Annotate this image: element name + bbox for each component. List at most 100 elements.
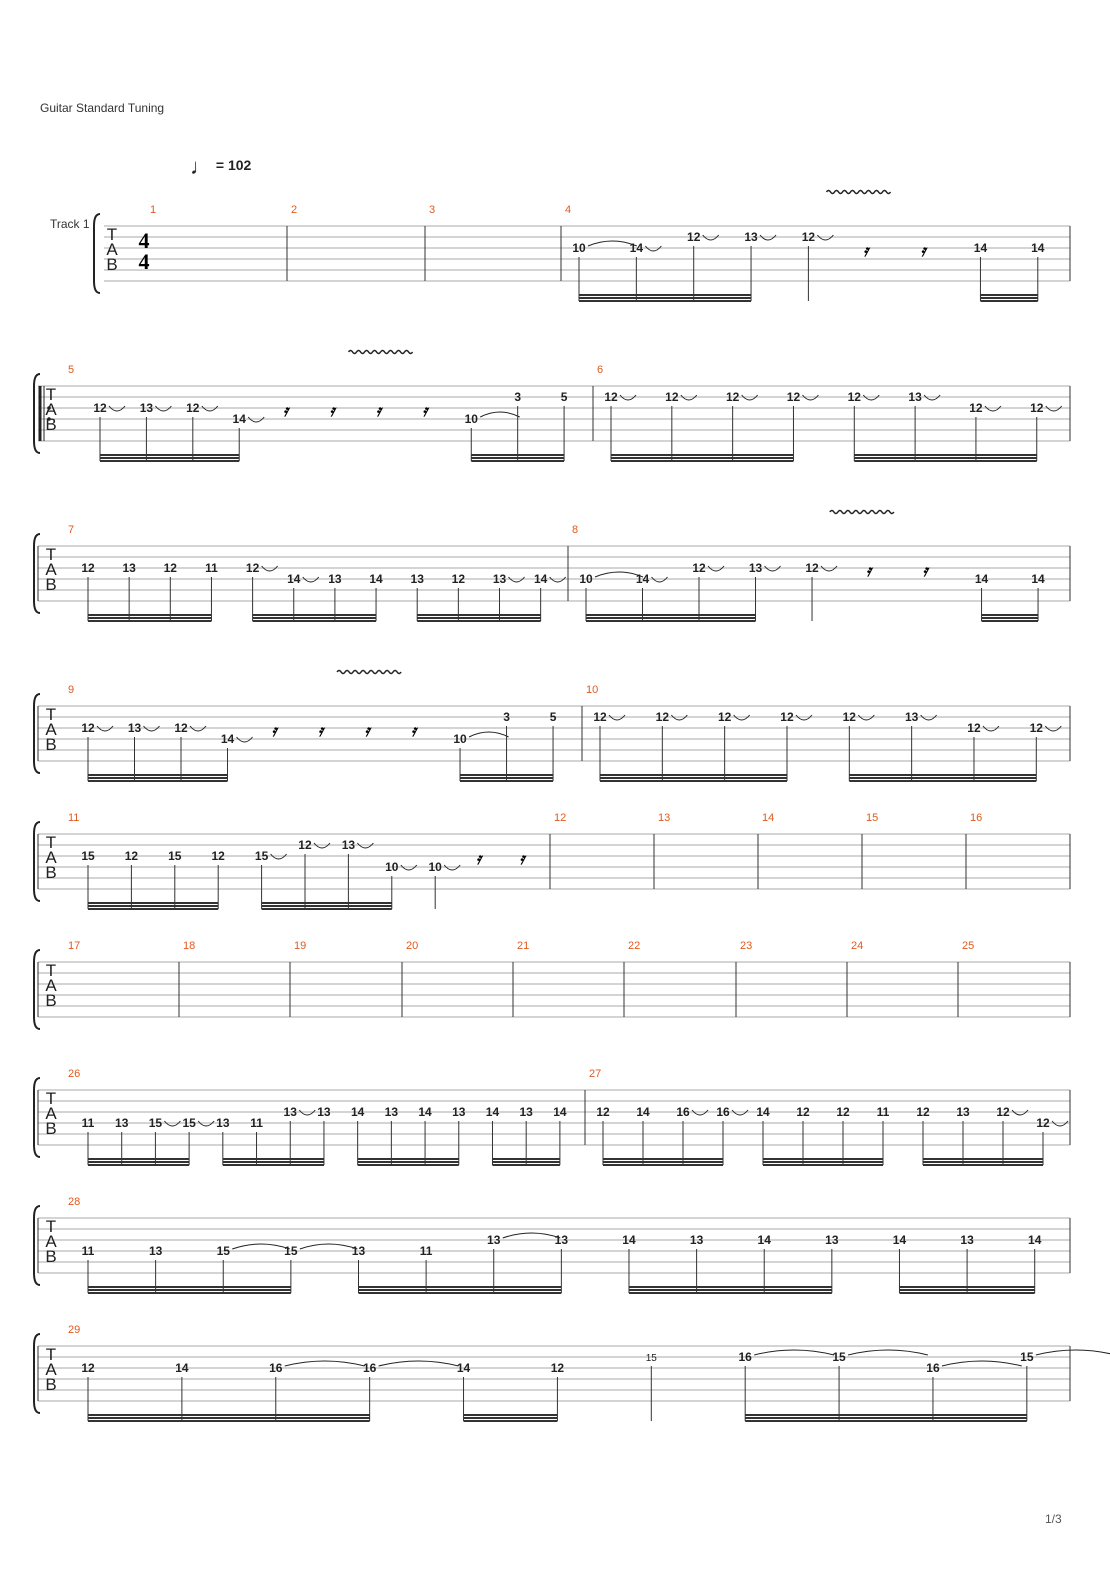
tab-clef-letter: B	[106, 255, 117, 274]
tie-arc	[594, 571, 644, 578]
fret-number: 12	[174, 721, 188, 735]
vibrato-icon	[347, 349, 414, 355]
fret-number: 13	[328, 572, 342, 586]
tie-arc	[302, 576, 320, 583]
tab-clef-letter: A	[45, 400, 57, 419]
measure-number: 1	[150, 204, 156, 216]
tie-arc	[468, 731, 509, 738]
fret-number: 12	[125, 849, 139, 863]
fret-number: 13	[115, 1116, 129, 1130]
fret-number: 13	[284, 1105, 298, 1119]
fret-number: 13	[317, 1105, 331, 1119]
tab-clef-letter: B	[45, 735, 56, 754]
tab-clef-letter: A	[106, 240, 118, 259]
tab-clef-letter: A	[45, 976, 57, 995]
fret-number: 13	[956, 1105, 970, 1119]
fret-number: 12	[593, 710, 607, 724]
fret-number: 13	[452, 1105, 466, 1119]
measure-number: 10	[586, 684, 598, 696]
fret-number: 12	[787, 390, 801, 404]
tab-clef-letter: B	[45, 575, 56, 594]
time-signature-digit: 4	[139, 228, 150, 253]
sixteenth-rest-icon: 𝄿	[318, 721, 326, 740]
fret-number: 14	[457, 1361, 471, 1375]
fret-number: 14	[369, 572, 383, 586]
tie-arc	[862, 394, 880, 401]
fret-number: 14	[893, 1233, 907, 1247]
tie-arc	[284, 1360, 365, 1367]
tuning-label: Guitar Standard Tuning	[40, 101, 165, 115]
fret-number: 15	[217, 1244, 231, 1258]
fret-number: 13	[128, 721, 142, 735]
fret-number: 16	[716, 1105, 730, 1119]
measure-number: 7	[68, 524, 74, 536]
system-brace	[33, 693, 41, 774]
tie-arc	[847, 1349, 928, 1356]
time-signature-digit: 4	[139, 249, 150, 274]
fret-number: 3	[514, 390, 521, 404]
tie-arc	[508, 576, 525, 583]
tie-arc	[920, 714, 938, 721]
fret-number: 16	[926, 1361, 940, 1375]
fret-number: 12	[551, 1361, 565, 1375]
sixteenth-rest-icon: 𝄿	[376, 401, 384, 420]
repeat-dot	[47, 406, 51, 410]
fret-number: 12	[93, 401, 107, 415]
tie-arc	[857, 714, 875, 721]
vibrato-icon	[336, 669, 402, 675]
measure-number: 14	[762, 812, 774, 824]
tab-clef-letter: B	[45, 991, 56, 1010]
fret-number: 13	[749, 561, 763, 575]
tempo-value: = 102	[215, 157, 252, 173]
measure-number: 9	[68, 684, 74, 696]
fret-number: 14	[221, 732, 235, 746]
tie-arc	[754, 1349, 835, 1356]
page-number: 1/3	[1045, 1512, 1062, 1526]
fret-number: 13	[905, 710, 919, 724]
fret-number: 13	[520, 1105, 534, 1119]
fret-number: 13	[149, 1244, 163, 1258]
tab-clef-letter: T	[46, 385, 56, 404]
tie-arc	[155, 405, 172, 412]
tie-arc	[108, 405, 126, 412]
fret-number: 15	[1020, 1350, 1034, 1364]
tab-clef-letter: A	[45, 1104, 57, 1123]
tie-arc	[378, 1360, 459, 1367]
fret-number: 15	[182, 1116, 196, 1130]
fret-number: 12	[718, 710, 732, 724]
fret-number: 13	[122, 561, 136, 575]
measure-number: 16	[970, 812, 982, 824]
fret-number: 12	[802, 230, 816, 244]
tab-clef-letter: T	[46, 545, 56, 564]
tie-arc	[982, 725, 1000, 732]
measure-number: 5	[68, 364, 74, 376]
fret-number: 14	[1031, 572, 1045, 586]
fret-number: 12	[298, 838, 312, 852]
fret-number: 14	[553, 1105, 567, 1119]
system-brace	[33, 373, 41, 454]
tie-arc	[298, 1109, 316, 1116]
tie-arc	[923, 394, 941, 401]
fret-number: 12	[836, 1105, 850, 1119]
fret-number: 12	[656, 710, 670, 724]
fret-number: 10	[579, 572, 593, 586]
fret-number: 13	[385, 1105, 399, 1119]
tab-clef-letter: T	[46, 1345, 56, 1364]
system-brace	[33, 1077, 41, 1158]
tie-arc	[197, 1120, 215, 1127]
sixteenth-rest-icon: 𝄿	[272, 721, 280, 740]
sixteenth-rest-icon: 𝄿	[330, 401, 338, 420]
fret-number: 16	[676, 1105, 690, 1119]
tie-arc	[817, 234, 834, 241]
tab-clef-letter: B	[45, 1247, 56, 1266]
measure-number: 17	[68, 940, 80, 952]
tie-arc	[670, 714, 688, 721]
measure-number: 26	[68, 1068, 80, 1080]
tab-clef-letter: T	[107, 225, 117, 244]
track-name: Track 1	[50, 217, 90, 231]
fret-number: 14	[622, 1233, 636, 1247]
